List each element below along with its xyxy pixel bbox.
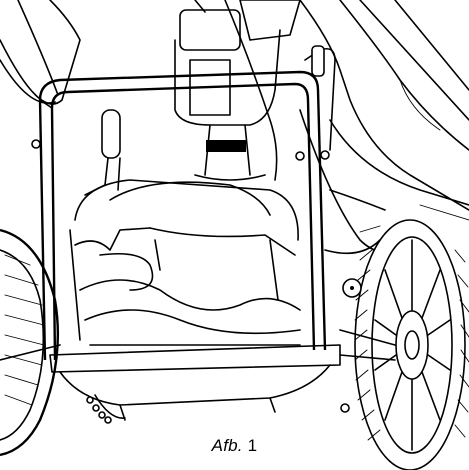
caption-prefix: Afb. <box>211 436 243 455</box>
lever-grip <box>84 109 121 196</box>
right-handle-tube <box>304 45 336 151</box>
hopper-chute <box>299 0 469 255</box>
main-frame <box>31 70 330 361</box>
right-wheel <box>339 219 469 470</box>
side-panel <box>324 189 386 255</box>
motor-housing <box>174 0 301 181</box>
left-handle-bar <box>0 0 81 105</box>
left-wheel <box>0 228 61 457</box>
mower-deck <box>69 179 301 346</box>
base-tray <box>49 344 350 424</box>
figure-caption: Afb. 1 <box>0 436 469 456</box>
caption-number: 1 <box>247 436 258 455</box>
